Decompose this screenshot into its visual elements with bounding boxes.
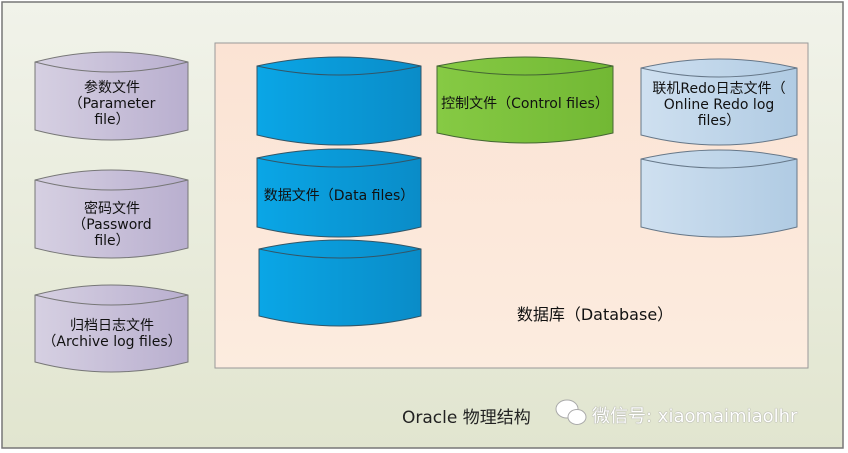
- control-file-cylinder: [436, 56, 614, 144]
- redo-log-cylinder-1: [640, 58, 798, 146]
- label-line: file）: [94, 112, 130, 128]
- watermark: 微信号: xiaomaimiaolhr: [592, 406, 798, 427]
- label-line: （Archive log files）: [42, 334, 182, 350]
- control-files-label: 控制文件（Control files）: [441, 96, 609, 112]
- password-file-label: 密码文件 （Password file）: [40, 201, 184, 249]
- label-line: file）: [94, 233, 130, 249]
- label-line: （Parameter: [68, 96, 156, 112]
- label-line: （Password: [72, 217, 152, 233]
- archive-log-cylinder: [34, 284, 189, 373]
- label-line: Online Redo log: [663, 97, 775, 113]
- diagram-title: Oracle 物理结构: [402, 408, 531, 428]
- data-file-cylinder-3: [258, 239, 422, 327]
- wechat-icon: [555, 399, 587, 425]
- label-line: 密码文件: [84, 201, 140, 217]
- redo-log-label: 联机Redo日志文件（ Online Redo log files）: [641, 81, 797, 129]
- data-file-cylinder-2: [256, 148, 422, 238]
- parameter-file-label: 参数文件 （Parameter file）: [40, 80, 184, 128]
- data-file-cylinder-1: [256, 56, 422, 146]
- label-line: 联机Redo日志文件（: [652, 81, 786, 97]
- redo-log-cylinder-2: [640, 149, 798, 238]
- label-line: 归档日志文件: [70, 318, 154, 334]
- password-file-cylinder: [34, 169, 189, 259]
- label-line: 参数文件: [84, 80, 140, 96]
- label-line: files）: [697, 113, 741, 129]
- database-label: 数据库（Database）: [516, 305, 674, 324]
- archive-log-label: 归档日志文件 （Archive log files）: [36, 318, 188, 350]
- parameter-file-cylinder: [34, 51, 189, 141]
- data-files-label: 数据文件（Data files）: [263, 188, 415, 204]
